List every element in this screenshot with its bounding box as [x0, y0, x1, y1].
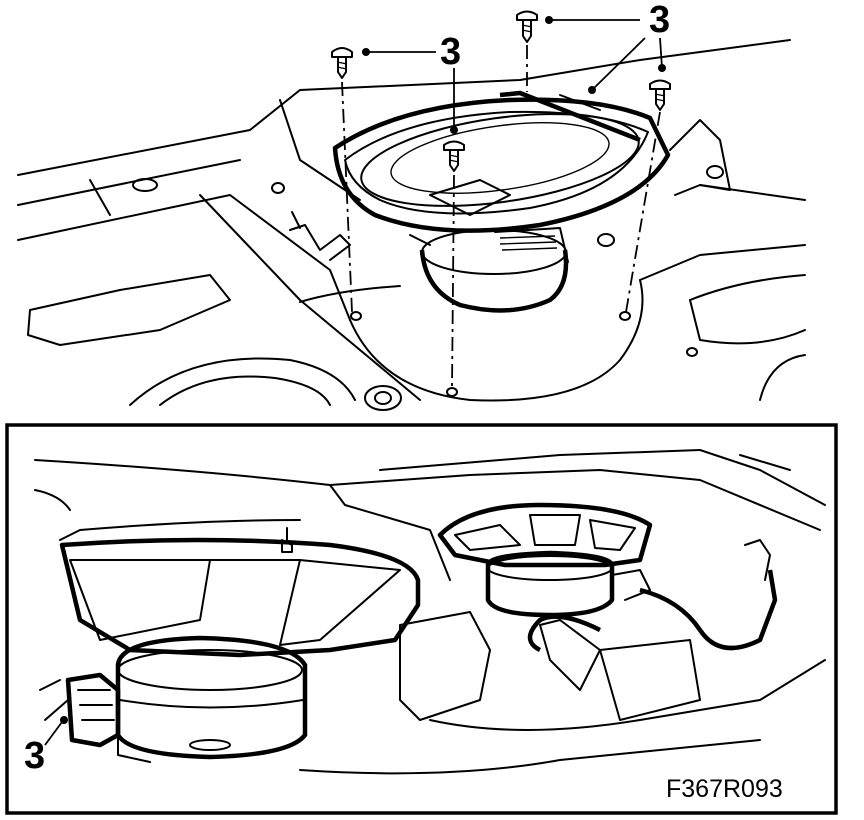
screw-icon	[443, 140, 465, 172]
figure-code: F367R093	[666, 775, 783, 803]
top-view-illustration	[17, 10, 806, 411]
callout-label-screw: 3	[440, 31, 461, 73]
screw-icon	[649, 79, 671, 111]
screw-icon	[516, 10, 538, 43]
bottom-view-illustration	[34, 449, 826, 775]
callout-label-screw: 3	[24, 735, 45, 777]
callout-label-screw: 3	[649, 0, 670, 41]
detail-view-frame	[5, 423, 838, 815]
screw-icon	[331, 47, 353, 79]
